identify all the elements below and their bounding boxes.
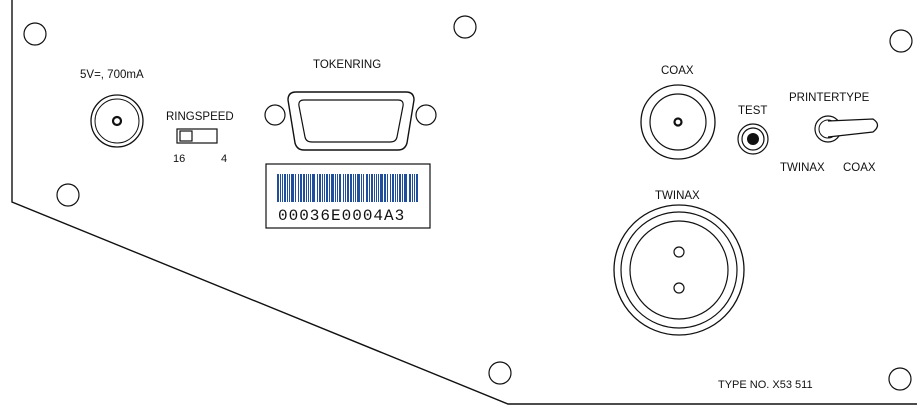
printertype-twinax-label: TWINAX (780, 162, 825, 174)
printertype-coax-label: COAX (843, 162, 876, 174)
barcode-bar (289, 174, 290, 202)
barcode-bar (402, 174, 403, 202)
barcode-bar (322, 174, 323, 202)
coax-label: COAX (661, 65, 694, 77)
barcode-bar (306, 174, 307, 202)
barcode-bar (324, 174, 325, 202)
barcode-bar (347, 174, 349, 202)
barcode-bar (312, 174, 315, 202)
mounting-hole-left (56, 183, 80, 207)
mounting-hole-top-left (23, 22, 47, 46)
barcode-bar (392, 174, 394, 202)
barcode-bar (326, 174, 328, 202)
barcode-bar (371, 174, 373, 202)
mac-address-barcode-label: 00036E0004A3 (265, 163, 431, 229)
barcode-bar (399, 174, 401, 202)
barcode-bar (353, 174, 354, 202)
barcode-bars (277, 174, 418, 202)
barcode-bar (395, 174, 396, 202)
ringspeed-4-label: 4 (221, 153, 227, 165)
barcode-bar (300, 174, 302, 202)
barcode-bar (317, 174, 318, 202)
barcode-bar (366, 174, 368, 202)
mounting-hole-top-middle (453, 15, 477, 39)
barcode-bar (345, 174, 346, 202)
barcode-bar (404, 174, 407, 202)
barcode-bar (295, 174, 296, 202)
barcode-bar (369, 174, 370, 202)
barcode-bar (361, 174, 362, 202)
barcode-bar (363, 174, 364, 202)
barcode-bar (350, 174, 352, 202)
barcode-bar (303, 174, 305, 202)
barcode-bar (308, 174, 309, 202)
type-number-label: TYPE NO. X53 511 (718, 379, 813, 391)
barcode-bar (291, 174, 294, 202)
mounting-hole-bottom-right (888, 367, 912, 391)
twinax-connector (613, 204, 745, 336)
barcode-bar (280, 174, 281, 202)
mounting-hole-bottom-middle (488, 361, 512, 385)
barcode-bar (416, 174, 418, 202)
barcode-bar (409, 174, 411, 202)
test-button[interactable] (737, 123, 769, 155)
barcode-bar (298, 174, 299, 202)
mounting-hole-top-right (889, 29, 913, 53)
ringspeed-switch[interactable] (176, 128, 218, 144)
tokenring-connector (264, 91, 437, 151)
power-label: 5V=, 700mA (80, 69, 144, 81)
barcode-bar (412, 174, 413, 202)
barcode-bar (319, 174, 321, 202)
ringspeed-16-label: 16 (173, 153, 185, 165)
barcode-bar (337, 174, 338, 202)
tokenring-label: TOKENRING (313, 59, 381, 71)
printertype-toggle-switch[interactable] (814, 115, 879, 143)
barcode-bar (387, 174, 388, 202)
barcode-bar (331, 174, 334, 202)
barcode-bar (284, 174, 286, 202)
ringspeed-label: RINGSPEED (166, 111, 234, 123)
barcode-bar (310, 174, 311, 202)
twinax-label: TWINAX (655, 190, 700, 202)
barcode-bar (355, 174, 356, 202)
barcode-bar (384, 174, 386, 202)
barcode-bar (390, 174, 391, 202)
barcode-bar (329, 174, 330, 202)
barcode-bar (374, 174, 375, 202)
barcode-bar (287, 174, 288, 202)
barcode-bar (397, 174, 398, 202)
printertype-label: PRINTERTYPE (789, 92, 870, 104)
barcode-bar (277, 174, 279, 202)
barcode-bar (357, 174, 360, 202)
barcode-bar (335, 174, 336, 202)
barcode-bar (343, 174, 344, 202)
barcode-bar (414, 174, 415, 202)
barcode-bar (378, 174, 379, 202)
power-connector (90, 94, 144, 148)
barcode-bar (282, 174, 283, 202)
barcode-text: 00036E0004A3 (278, 207, 405, 225)
barcode-bar (380, 174, 383, 202)
barcode-bar (339, 174, 341, 202)
barcode-bar (376, 174, 377, 202)
test-label: TEST (738, 105, 767, 117)
panel-outline (11, 0, 917, 405)
coax-connector (640, 84, 716, 160)
